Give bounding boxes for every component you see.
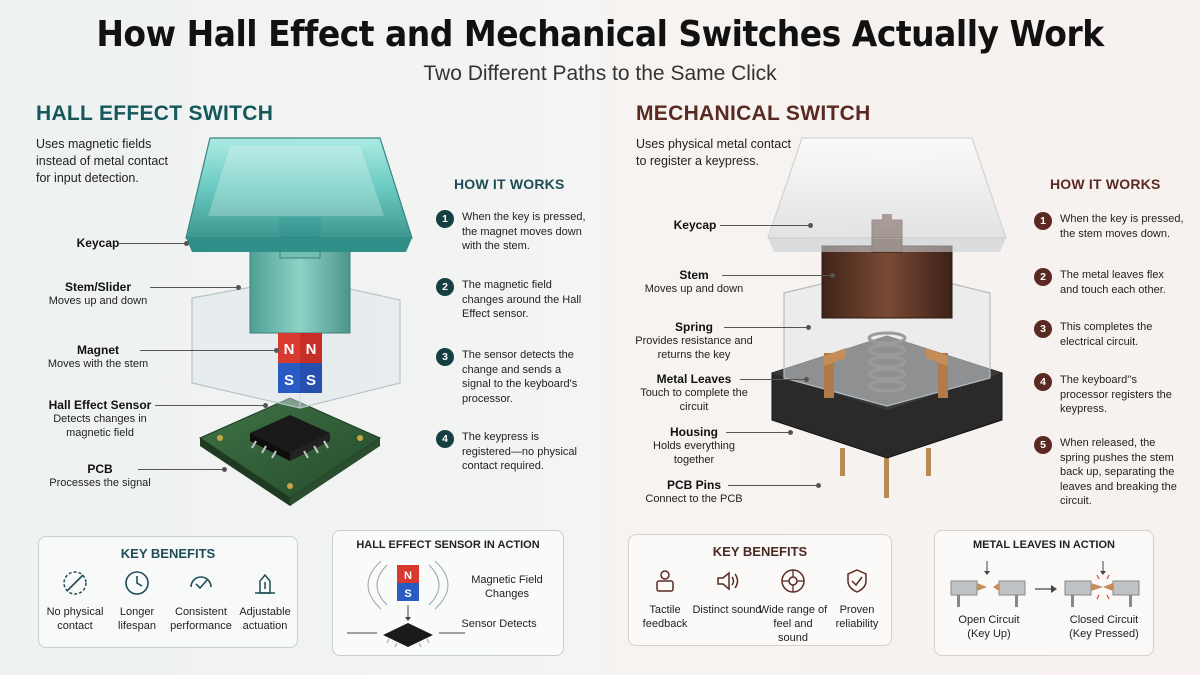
hall-action-magnet: N S — [397, 565, 419, 601]
mech-label-stem: Stem Moves up and down — [644, 268, 744, 295]
shield-check-icon — [847, 569, 867, 593]
hall-benefits-box: KEY BENEFITS No physical contact Longer … — [38, 536, 298, 648]
hall-leader-pcb — [138, 467, 227, 472]
mech-in-action-diagram — [950, 561, 1140, 607]
hall-label-stem: Stem/Slider Moves up and down — [48, 280, 148, 307]
hall-benefit-no-contact: No physical contact — [39, 569, 111, 633]
mech-leader-keycap — [720, 223, 813, 228]
svg-text:N: N — [284, 341, 295, 358]
hall-label-magnet: Magnet Moves with the stem — [47, 343, 149, 370]
open-circuit-diagram — [950, 561, 1026, 607]
mech-benefits-box: KEY BENEFITS Tactile feedback Distinct s… — [628, 534, 892, 646]
hall-magnet: N N S S — [278, 333, 322, 393]
mech-benefit-range: Wide range of feel and sound — [757, 567, 829, 645]
mech-benefit-tactile: Tactile feedback — [629, 567, 701, 631]
no-contact-icon — [63, 571, 87, 595]
mech-step-5: 5 When released, the spring pushes the s… — [1034, 436, 1184, 509]
hall-benefit-adjustable: Adjustable actuation — [229, 569, 301, 633]
mech-leader-housing — [726, 430, 793, 435]
arrow-right-icon — [1035, 585, 1057, 593]
hall-in-action-title: HALL EFFECT SENSOR IN ACTION — [356, 539, 540, 551]
svg-text:N: N — [404, 570, 412, 582]
svg-text:S: S — [404, 588, 411, 600]
hall-leader-keycap — [118, 241, 189, 246]
mech-benefits-title: KEY BENEFITS — [712, 544, 808, 559]
mech-description: Uses physical metal contact to register … — [636, 137, 791, 168]
hall-benefits-title: KEY BENEFITS — [120, 546, 216, 561]
hall-action-field-label: Magnetic Field Changes — [471, 574, 543, 600]
mech-label-leaves: Metal Leaves Touch to complete the circu… — [640, 372, 748, 413]
hall-sensor-chip — [250, 415, 330, 461]
hall-switch-illustration: N N S S — [185, 137, 413, 506]
svg-text:S: S — [306, 372, 316, 389]
mech-step-2: 2 The metal leaves flex and touch each o… — [1034, 268, 1184, 297]
hall-action-chip — [383, 623, 433, 648]
mech-spring — [867, 331, 907, 393]
mech-switch-illustration — [767, 137, 1007, 498]
hall-action-sensor-label: Sensor Detects — [461, 618, 537, 630]
mech-label-keycap: Keycap — [673, 218, 717, 232]
hall-description: Uses magnetic fields instead of metal co… — [36, 137, 169, 185]
hall-how-it-works-title: HOW IT WORKS — [454, 176, 565, 192]
svg-text:S: S — [284, 372, 294, 389]
mech-step-4: 4 The keyboard''s processor registers th… — [1034, 373, 1184, 417]
hall-leader-stem — [150, 285, 241, 290]
mech-keycap — [767, 137, 1007, 252]
mech-label-pins: PCB Pins Connect to the PCB — [645, 478, 743, 505]
page-title: How Hall Effect and Mechanical Switches … — [96, 12, 1104, 55]
page-subtitle: Two Different Paths to the Same Click — [423, 62, 777, 85]
hall-leader-sensor — [155, 403, 268, 408]
mech-step-3: 3 This completes the electrical circuit. — [1034, 320, 1184, 349]
mech-benefit-sound: Distinct sound — [691, 567, 763, 617]
mech-label-housing: Housing Holds everything together — [653, 425, 735, 466]
mech-step-1: 1 When the key is pressed, the stem move… — [1034, 212, 1184, 241]
hall-in-action-box: HALL EFFECT SENSOR IN ACTION N S — [332, 530, 564, 656]
svg-text:N: N — [306, 341, 317, 358]
speaker-icon — [717, 571, 739, 591]
mech-how-it-works-title: HOW IT WORKS — [1050, 176, 1161, 192]
mech-closed-circuit-label: Closed Circuit (Key Pressed) — [1069, 614, 1139, 640]
mech-in-action-box: METAL LEAVES IN ACTION — [934, 530, 1154, 656]
mech-benefit-reliability: Proven reliability — [821, 567, 893, 631]
hall-step-2: 2 The magnetic field changes around the … — [436, 278, 586, 322]
hall-keycap — [185, 137, 413, 252]
mech-section-title: MECHANICAL SWITCH — [636, 102, 871, 125]
hall-in-action-diagram: N S — [347, 560, 465, 648]
mech-leader-pins — [728, 483, 821, 488]
mech-pcb-pins — [840, 448, 931, 498]
clock-icon — [125, 571, 149, 595]
hall-step-1: 1 When the key is pressed, the magnet mo… — [436, 210, 586, 254]
mech-leader-leaves — [740, 377, 809, 382]
hall-label-keycap: Keycap — [76, 236, 120, 250]
hall-section-title: HALL EFFECT SWITCH — [36, 102, 274, 125]
hall-label-sensor: Hall Effect Sensor Detects changes in ma… — [48, 398, 152, 439]
hall-benefit-consistent: Consistent performance — [165, 569, 237, 633]
mech-leader-spring — [724, 325, 811, 330]
hall-label-pcb: PCB Processes the signal — [49, 462, 151, 489]
hall-step-3: 3 The sensor detects the change and send… — [436, 348, 586, 406]
gauge-check-icon — [190, 576, 212, 590]
options-icon — [781, 569, 805, 593]
adjust-actuation-icon — [255, 573, 275, 594]
hall-leader-magnet — [140, 348, 279, 353]
mech-label-spring: Spring Provides resistance and returns t… — [635, 320, 753, 361]
hall-step-4: 4 The keypress is registered—no physical… — [436, 430, 586, 474]
closed-circuit-diagram — [1064, 561, 1140, 607]
mech-open-circuit-label: Open Circuit (Key Up) — [958, 614, 1020, 640]
tactile-icon — [656, 570, 674, 592]
mech-in-action-title: METAL LEAVES IN ACTION — [973, 539, 1115, 551]
hall-benefit-lifespan: Longer lifespan — [101, 569, 173, 633]
mech-leader-stem — [722, 273, 835, 278]
mech-metal-leaves — [824, 348, 948, 398]
